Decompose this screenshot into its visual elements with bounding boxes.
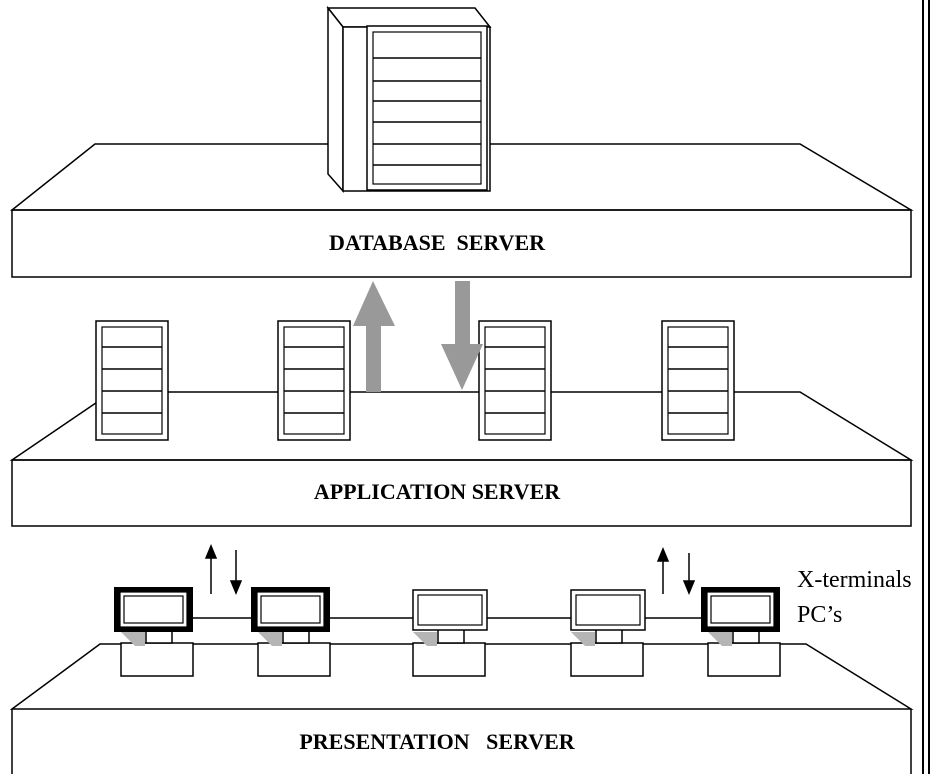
pcs-label: PC’s: [797, 602, 842, 628]
right-page-border: [922, 0, 930, 774]
application-server-2-icon: [277, 320, 351, 441]
terminal-4-icon: [570, 589, 646, 677]
terminal-5-icon: [701, 587, 781, 677]
application-platform: [9, 391, 914, 527]
terminal-3-icon: [412, 589, 488, 677]
database-server-icon: [326, 5, 492, 193]
downward-flow-arrow-icon: [441, 281, 483, 390]
application-server-label: APPLICATION SERVER: [314, 479, 561, 504]
database-server-label: DATABASE SERVER: [329, 230, 546, 255]
application-server-4-icon: [661, 320, 735, 441]
terminal-2-icon: [251, 587, 331, 677]
application-server-1-icon: [95, 320, 169, 441]
x-terminals-label: X-terminals: [797, 567, 912, 593]
upward-flow-arrow-icon: [353, 281, 395, 392]
right-request-response-arrows-icon: [656, 547, 696, 595]
presentation-server-label: PRESENTATION SERVER: [299, 729, 575, 754]
application-server-3-icon: [478, 320, 552, 441]
database-platform: [9, 143, 914, 278]
terminal-1-icon: [114, 587, 194, 677]
left-request-response-arrows-icon: [204, 544, 243, 595]
